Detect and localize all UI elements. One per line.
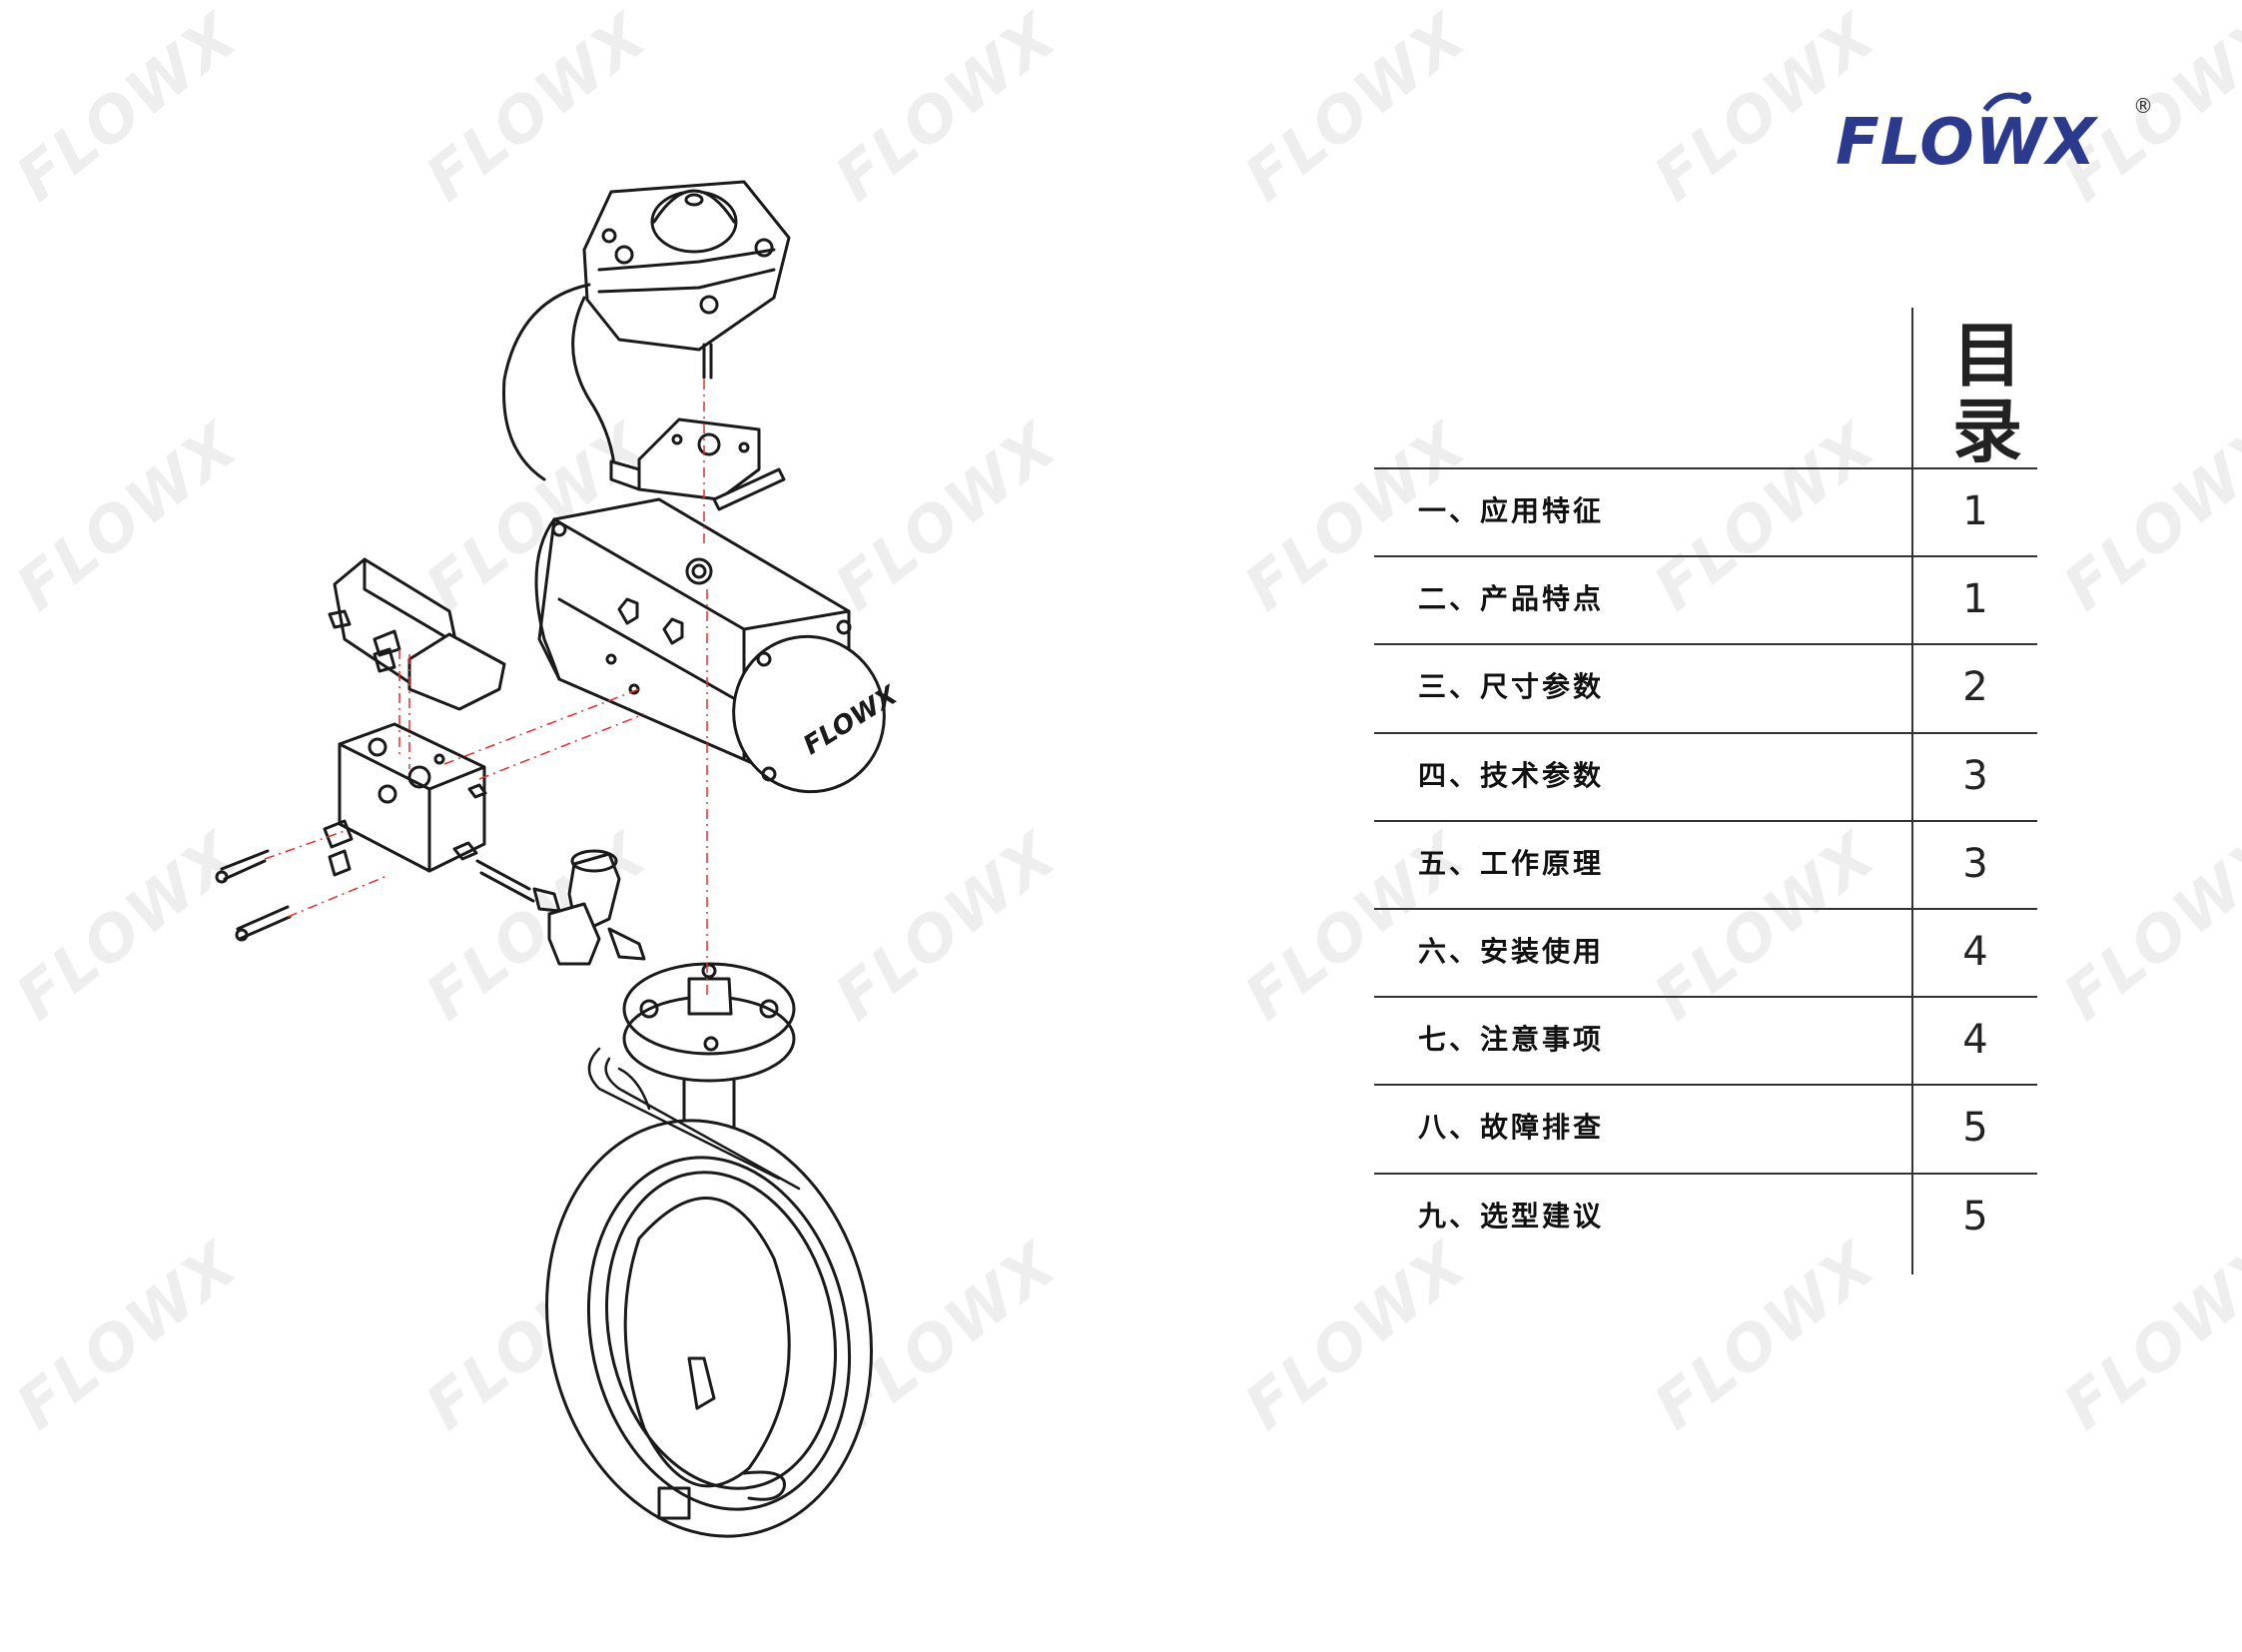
toc-title: 目 录	[1942, 318, 2032, 469]
exploded-valve-diagram: FLOWX	[215, 180, 904, 1538]
toc-item-label[interactable]: 八、故障排查	[1418, 1111, 1605, 1145]
watermark-logo: FLOWX	[2049, 409, 2242, 625]
toc-item-label[interactable]: 二、产品特点	[1418, 582, 1605, 616]
butterfly-valve-body	[545, 1047, 873, 1538]
watermark-logo: FLOWX	[1640, 409, 1889, 625]
toc-divider	[1374, 467, 2037, 469]
toc-divider	[1374, 996, 2037, 999]
watermark-logo: FLOWX	[2049, 818, 2242, 1035]
toc-item-page[interactable]: 1	[1962, 488, 1988, 534]
logo-wordmark: FLOWX	[1836, 106, 2097, 180]
toc-item-label[interactable]: 六、安装使用	[1418, 935, 1605, 968]
registered-mark: ®	[2133, 94, 2153, 118]
logo-swoosh-icon	[1982, 92, 2031, 112]
watermark-logo: FLOWX	[1640, 0, 1889, 216]
limit-switch-box	[502, 180, 791, 481]
mounting-bracket	[609, 417, 786, 511]
toc-item-page[interactable]: 3	[1962, 752, 1988, 799]
toc-divider	[1374, 643, 2037, 646]
valve-flange	[622, 962, 796, 1151]
toc-item-label[interactable]: 三、尺寸参数	[1418, 670, 1605, 704]
toc-item-label[interactable]: 四、技术参数	[1418, 758, 1605, 792]
toc-title-line1: 目	[1952, 315, 2022, 397]
toc-item-page[interactable]: 5	[1962, 1105, 1988, 1152]
watermark-logo: FLOWX	[1230, 0, 1480, 216]
toc-divider	[1374, 1172, 2037, 1175]
toc-title-line2: 录	[1952, 391, 2022, 472]
mounting-bolts	[215, 849, 292, 942]
toc-item-page[interactable]: 2	[1962, 664, 1988, 711]
toc-item-label[interactable]: 五、工作原理	[1418, 846, 1605, 880]
silencer	[475, 859, 561, 913]
brand-logo: FLOWX ®	[1836, 88, 2165, 180]
alignment-lines	[264, 380, 708, 999]
watermark-logo: FLOWX	[2049, 1228, 2242, 1444]
toc-item-label[interactable]: 九、选型建议	[1418, 1199, 1605, 1233]
watermark-logo: FLOWX	[1640, 818, 1889, 1035]
manifold-block	[323, 722, 487, 877]
filter-regulator	[547, 849, 646, 966]
toc-item-label[interactable]: 一、应用特征	[1418, 494, 1605, 527]
toc-divider	[1374, 731, 2037, 734]
toc-divider	[1374, 555, 2037, 558]
toc-divider	[1374, 1084, 2037, 1087]
watermark-logo: FLOWX	[1640, 1228, 1889, 1444]
toc-divider	[1374, 819, 2037, 822]
solenoid-valve	[328, 557, 506, 711]
toc-item-page[interactable]: 3	[1962, 840, 1988, 887]
toc-vertical-divider	[1911, 308, 1913, 1274]
toc-divider	[1374, 908, 2037, 910]
toc-item-page[interactable]: 5	[1962, 1193, 1988, 1239]
toc-item-page[interactable]: 4	[1962, 1017, 1988, 1064]
toc-item-page[interactable]: 1	[1962, 576, 1988, 623]
toc-item-page[interactable]: 4	[1962, 929, 1988, 975]
pneumatic-actuator	[534, 497, 886, 794]
toc-item-label[interactable]: 七、注意事项	[1418, 1023, 1605, 1057]
watermark-logo: FLOWX	[1230, 1228, 1480, 1444]
